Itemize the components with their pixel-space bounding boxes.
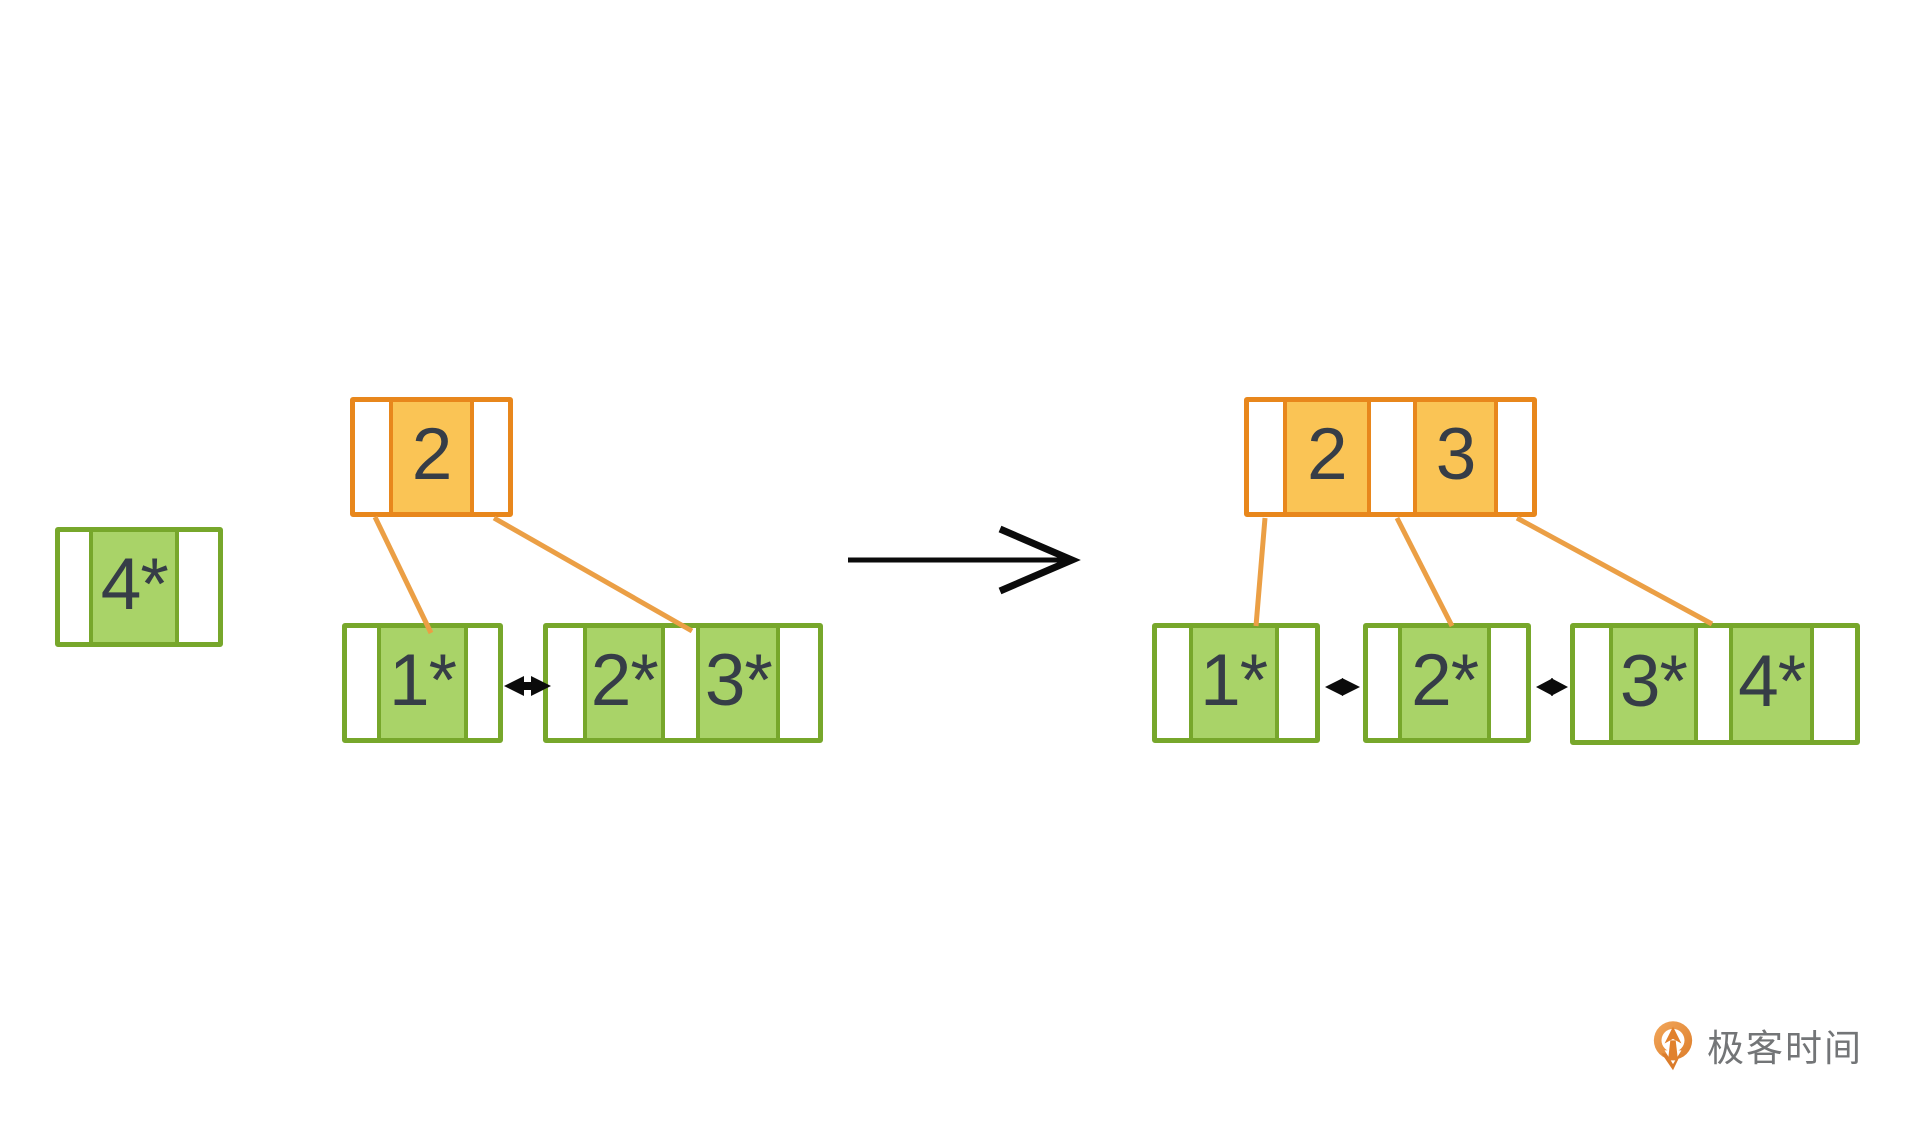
pointer-cell <box>347 628 378 738</box>
key-cell: 2* <box>583 628 666 738</box>
standalone-node-4: 4* <box>55 527 223 647</box>
pointer-cell <box>780 628 818 738</box>
pointer-cell <box>1157 628 1189 738</box>
pointer-cell <box>1575 628 1609 740</box>
pointer-cell <box>1249 402 1283 512</box>
key-cell: 3* <box>696 628 781 738</box>
after-leaf-node-2: 2* <box>1363 623 1531 743</box>
pointer-cell <box>1368 628 1399 738</box>
parent-child-link <box>1515 515 1714 627</box>
key-cell: 1* <box>377 628 468 738</box>
logo-arrow-stem <box>1668 1040 1678 1061</box>
key-cell: 2* <box>1398 628 1492 738</box>
key-cell: 3* <box>1608 628 1699 740</box>
pointer-cell <box>467 628 498 738</box>
logo-text: 极客时间 <box>1707 1028 1863 1069</box>
arrowhead-right <box>1342 678 1360 696</box>
after-root-node: 2 3 <box>1244 397 1537 517</box>
arrowhead-left <box>1536 678 1553 696</box>
transition-arrow <box>848 525 1081 595</box>
arrowhead-left <box>504 676 524 696</box>
pointer-cell <box>60 532 90 642</box>
transition-arrow-head <box>998 525 1081 595</box>
geektime-logo-icon <box>1653 1021 1693 1071</box>
arrowhead-right <box>1551 678 1568 696</box>
pointer-cell <box>1498 402 1532 512</box>
after-leaf-node-1: 1* <box>1152 623 1320 743</box>
pointer-cell <box>548 628 584 738</box>
before-root-node: 2 <box>350 397 513 517</box>
after-leaf-node-34: 3* 4* <box>1570 623 1860 745</box>
arrowhead-left <box>1325 678 1343 696</box>
key-cell: 2 <box>1282 402 1371 512</box>
before-leaf-node-23: 2* 3* <box>543 623 823 743</box>
pointer-cell <box>1698 628 1729 740</box>
sibling-link-arrow <box>1536 678 1568 696</box>
pointer-cell <box>1370 402 1414 512</box>
pointer-cell <box>1491 628 1526 738</box>
before-leaf-node-1: 1* <box>342 623 503 743</box>
sibling-link-arrow <box>1325 678 1360 696</box>
parent-child-link <box>1253 517 1268 627</box>
parent-child-link <box>372 515 434 635</box>
pointer-cell <box>474 402 508 512</box>
parent-child-link <box>492 515 694 634</box>
pointer-cell <box>1814 628 1855 740</box>
key-cell: 4* <box>89 532 180 642</box>
parent-child-link <box>1394 516 1455 628</box>
key-cell: 3 <box>1413 402 1498 512</box>
key-cell: 1* <box>1188 628 1279 738</box>
logo-arrow-head <box>1664 1026 1682 1044</box>
pointer-cell <box>665 628 697 738</box>
pointer-cell <box>355 402 389 512</box>
key-cell: 4* <box>1728 628 1815 740</box>
key-cell: 2 <box>388 402 475 512</box>
geektime-logo: 极客时间 <box>1650 1018 1863 1072</box>
pointer-cell <box>1278 628 1315 738</box>
pointer-cell <box>179 532 218 642</box>
